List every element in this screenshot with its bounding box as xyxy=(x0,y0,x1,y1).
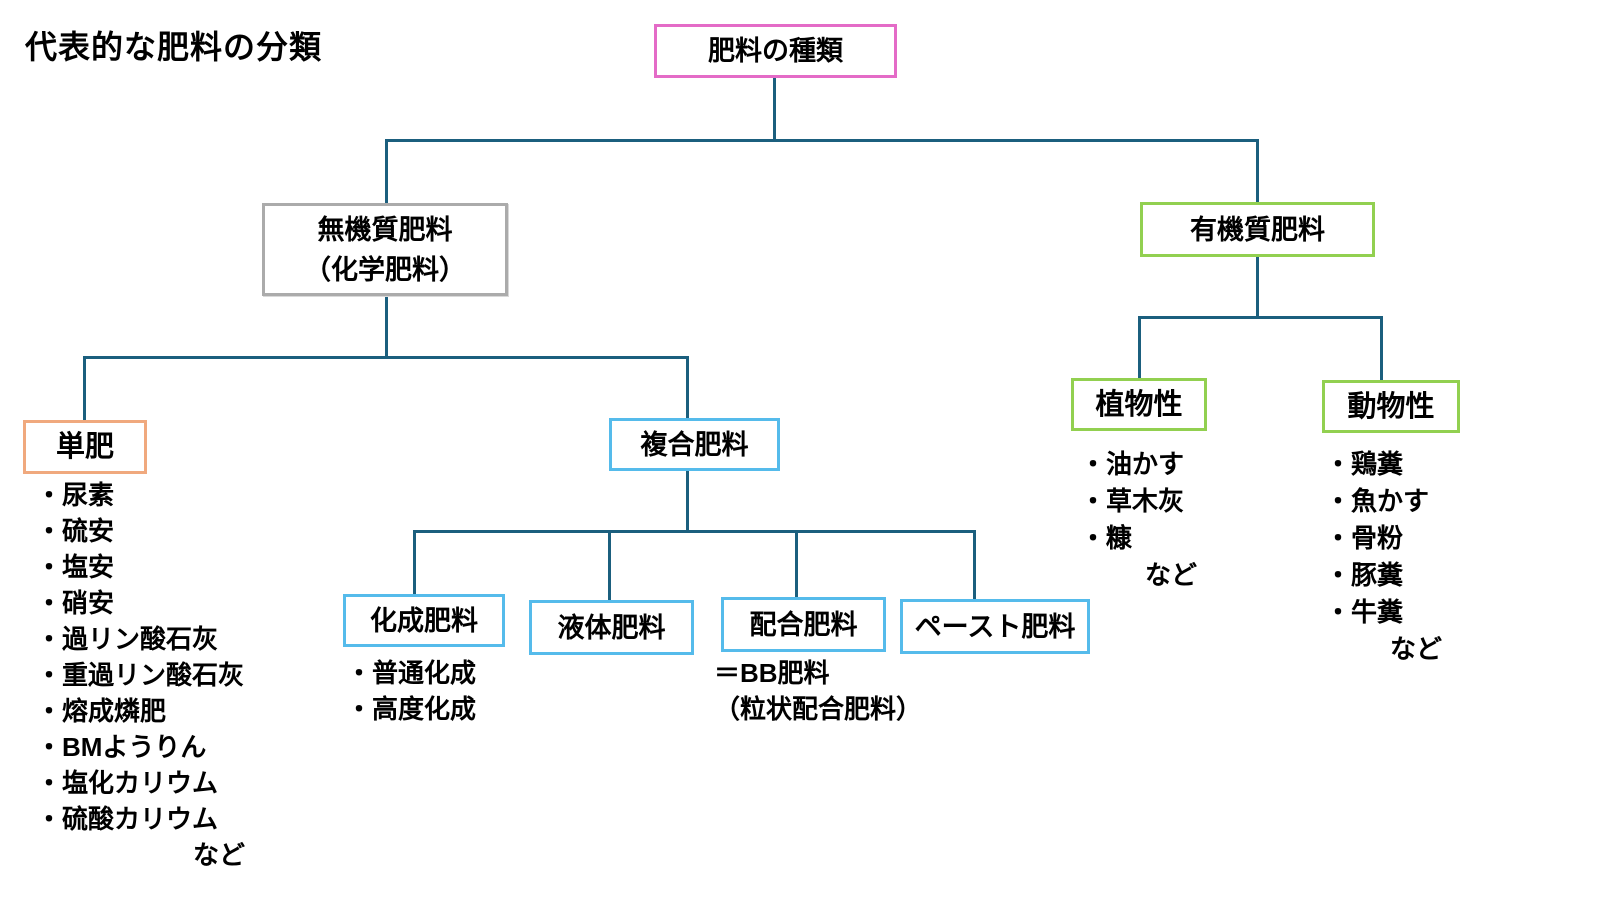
connector-line xyxy=(1256,257,1259,317)
connector-line xyxy=(1138,316,1383,319)
plant-based-list: ・油かす ・草木灰 ・糠 xyxy=(1080,446,1184,557)
node-paste-fertilizer: ペースト肥料 xyxy=(900,599,1090,654)
node-label: 植物性 xyxy=(1095,388,1183,421)
diagram-title: 代表的な肥料の分類 xyxy=(25,29,323,65)
connector-line xyxy=(385,296,388,357)
list-item: ・高度化成 xyxy=(346,694,477,724)
list-item: ・硫安 xyxy=(36,516,115,546)
node-liquid-fertilizer: 液体肥料 xyxy=(529,600,694,655)
node-label: 無機質肥料 xyxy=(317,214,453,245)
list-item: ・熔成燐肥 xyxy=(36,696,167,726)
node-label: 化成肥料 xyxy=(370,605,478,636)
list-item: ・魚かす xyxy=(1325,486,1430,516)
node-plant-based: 植物性 xyxy=(1071,378,1207,431)
connector-line xyxy=(686,356,689,418)
connector-line xyxy=(83,356,689,359)
connector-line xyxy=(385,139,1259,142)
list-item: ・骨粉 xyxy=(1325,523,1404,553)
single-list-etc: など xyxy=(193,840,246,870)
plant-list-etc: など xyxy=(1145,560,1198,590)
node-blended-fertilizer: 配合肥料 xyxy=(721,597,886,652)
list-item: ＝BB肥料 xyxy=(714,658,830,688)
list-item: ・BMようりん xyxy=(36,732,207,762)
connector-line xyxy=(413,530,416,594)
list-item: ・普通化成 xyxy=(346,658,477,688)
chemical-compound-list: ・普通化成 ・高度化成 xyxy=(346,655,476,727)
animal-based-list: ・鶏糞 ・魚かす ・骨粉 ・豚糞 ・牛糞 xyxy=(1325,446,1429,631)
connector-line xyxy=(1138,316,1141,378)
list-item: ・硫酸カリウム xyxy=(36,804,219,834)
list-item: ・牛糞 xyxy=(1325,597,1404,627)
single-fertilizer-list: ・尿素 ・硫安 ・塩安 ・硝安 ・過リン酸石灰 ・重過リン酸石灰 ・熔成燐肥 ・… xyxy=(36,477,244,837)
list-item: ・過リン酸石灰 xyxy=(36,624,219,654)
node-label: 単肥 xyxy=(55,431,114,463)
connector-line xyxy=(973,530,976,599)
list-item: ・草木灰 xyxy=(1080,486,1185,516)
node-organic-fertilizer: 有機質肥料 xyxy=(1140,202,1375,257)
connector-line xyxy=(385,139,388,203)
node-label: 肥料の種類 xyxy=(708,36,843,66)
node-label: （化学肥料） xyxy=(304,254,466,285)
node-animal-based: 動物性 xyxy=(1322,380,1460,433)
node-inorganic-fertilizer: 無機質肥料 （化学肥料） xyxy=(262,203,508,296)
connector-line xyxy=(1380,316,1383,381)
list-item: ・鶏糞 xyxy=(1325,449,1404,479)
node-single-fertilizer: 単肥 xyxy=(23,420,147,474)
node-fertilizer-types: 肥料の種類 xyxy=(654,24,897,78)
connector-line xyxy=(686,471,689,531)
node-chemical-compound-fertilizer: 化成肥料 xyxy=(343,594,505,647)
node-label: ペースト肥料 xyxy=(914,611,1076,642)
list-item: ・塩安 xyxy=(36,552,115,582)
node-compound-fertilizer: 複合肥料 xyxy=(609,418,780,471)
connector-line xyxy=(1256,139,1259,202)
list-item: （粒状配合肥料） xyxy=(714,694,923,724)
node-label: 有機質肥料 xyxy=(1190,214,1325,245)
connector-line xyxy=(795,530,798,597)
list-item: ・尿素 xyxy=(36,480,115,510)
list-item: ・糠 xyxy=(1080,523,1133,553)
blended-fertilizer-note: ＝BB肥料 （粒状配合肥料） xyxy=(714,655,922,727)
list-item: ・油かす xyxy=(1080,449,1185,479)
list-item: ・豚糞 xyxy=(1325,560,1404,590)
connector-line xyxy=(413,530,976,533)
connector-line xyxy=(773,78,776,139)
animal-list-etc: など xyxy=(1390,634,1443,664)
node-label: 配合肥料 xyxy=(749,609,858,640)
list-item: ・重過リン酸石灰 xyxy=(36,660,245,690)
node-label: 複合肥料 xyxy=(640,429,749,460)
node-label: 液体肥料 xyxy=(557,612,666,643)
connector-line xyxy=(83,356,86,420)
connector-line xyxy=(608,530,611,600)
list-item: ・硝安 xyxy=(36,588,115,618)
list-item: ・塩化カリウム xyxy=(36,768,219,798)
node-label: 動物性 xyxy=(1347,390,1435,423)
